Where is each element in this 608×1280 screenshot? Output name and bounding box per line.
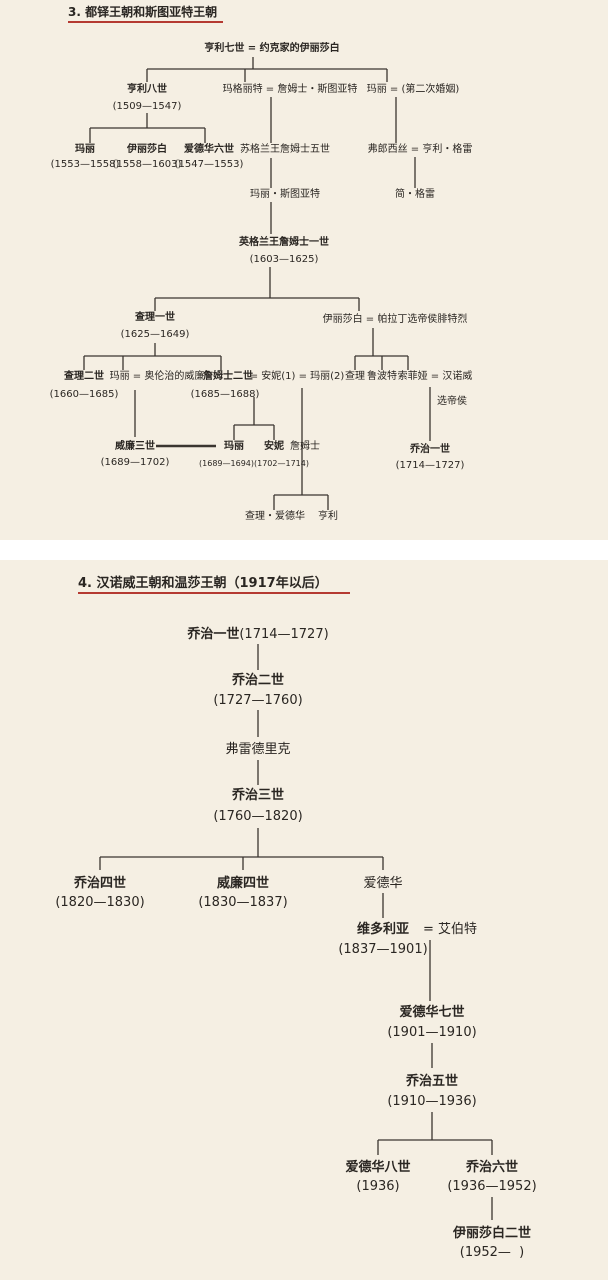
node-margaret: 玛格丽特 = 詹姆士・斯图亚特 bbox=[222, 84, 358, 95]
tudor-tree-lines bbox=[83, 57, 431, 510]
node-charles-ii-dates: (1660—1685) bbox=[49, 389, 119, 400]
node-elizabeth-palatine: 伊丽莎白 = 帕拉丁选帝侯腓特烈 bbox=[322, 314, 468, 325]
node-charles-i: 查理一世 bbox=[135, 312, 175, 323]
node-henry-viii-dates: (1509—1547) bbox=[112, 101, 182, 112]
node-sophia: 索菲娅 = 汉诺威 bbox=[397, 371, 473, 382]
node-james-ii-dates: (1685—1688) bbox=[190, 389, 260, 400]
node-mary-i-dates: (1553—1558) bbox=[50, 159, 120, 170]
node-mary-i: 玛丽 bbox=[75, 144, 95, 155]
node-george-iii: 乔治三世 bbox=[231, 788, 285, 803]
node-george-v-dates: (1910—1936) bbox=[387, 1094, 477, 1109]
node-edward-viii-dates: (1936) bbox=[356, 1179, 400, 1194]
node-george-i-top-dates: (1714—1727) bbox=[395, 460, 465, 471]
node-elizabeth-i-dates: (1558—1603) bbox=[112, 159, 182, 170]
node-frederick: 弗雷德里克 bbox=[225, 742, 291, 757]
node-james-ii: 詹姆士二世 bbox=[203, 371, 253, 382]
node-elizabeth-i: 伊丽莎白 bbox=[127, 144, 167, 155]
node-charles-palatine: 查理 bbox=[345, 371, 365, 382]
title-underline bbox=[68, 21, 223, 23]
node-charles-ii: 查理二世 bbox=[64, 371, 104, 382]
section-title-tudor: 3. 都铎王朝和斯图亚特王朝 bbox=[68, 5, 218, 19]
node-victoria-dates: (1837—1901) bbox=[338, 942, 428, 957]
node-george-iii-dates: (1760—1820) bbox=[213, 809, 303, 824]
title-underline bbox=[78, 592, 350, 594]
node-sophia-title: 选帝侯 bbox=[437, 396, 467, 407]
node-mary-stuart: 玛丽・斯图亚特 bbox=[250, 189, 320, 200]
node-william-iv-dates: (1830—1837) bbox=[198, 895, 288, 910]
node-mary-ii-anne-dates: (1689—1694)(1702—1714) bbox=[199, 459, 309, 468]
node-anne: 安妮 bbox=[264, 441, 284, 452]
node-james-ii-spouses: = 安妮(1) = 玛丽(2) bbox=[249, 371, 345, 382]
hanover-tree-lines bbox=[99, 644, 493, 1220]
node-victoria: 维多利亚 bbox=[356, 922, 410, 937]
node-william-iii: 威廉三世 bbox=[115, 441, 155, 452]
node-edward-vi-dates: (1547—1553) bbox=[174, 159, 244, 170]
node-henry-stuart: 亨利 bbox=[318, 511, 338, 522]
node-george-i: 乔治一世(1714—1727) bbox=[187, 628, 328, 641]
node-george-vi: 乔治六世 bbox=[465, 1160, 519, 1175]
node-george-iv: 乔治四世 bbox=[73, 876, 127, 891]
node-george-v: 乔治五世 bbox=[405, 1074, 459, 1089]
node-james-i-dates: (1603—1625) bbox=[249, 254, 319, 265]
node-henry-viii: 亨利八世 bbox=[127, 84, 167, 95]
node-william-iv: 威廉四世 bbox=[216, 876, 270, 891]
node-edward: 爱德华 bbox=[363, 876, 403, 891]
node-george-iv-dates: (1820—1830) bbox=[55, 895, 145, 910]
node-elizabeth-ii: 伊丽莎白二世 bbox=[452, 1226, 532, 1241]
section-title-hanover: 4. 汉诺威王朝和温莎王朝（1917年以后） bbox=[78, 576, 328, 591]
node-james-v: 苏格兰王詹姆士五世 bbox=[240, 144, 330, 155]
node-mary-ii: 玛丽 bbox=[224, 441, 244, 452]
node-george-ii-dates: (1727—1760) bbox=[213, 693, 303, 708]
node-george-ii: 乔治二世 bbox=[231, 673, 285, 688]
node-edward-vi: 爱德华六世 bbox=[184, 144, 234, 155]
node-george-vi-dates: (1936—1952) bbox=[447, 1179, 537, 1194]
node-edward-vii-dates: (1901—1910) bbox=[387, 1025, 477, 1040]
node-william-iii-dates: (1689—1702) bbox=[100, 457, 170, 468]
node-jane-grey: 简・格雷 bbox=[395, 189, 435, 200]
node-edward-viii: 爱德华八世 bbox=[345, 1160, 411, 1175]
node-elizabeth-ii-dates: (1952— ) bbox=[459, 1245, 525, 1260]
node-james-old-pretender: 詹姆士 bbox=[290, 441, 320, 452]
node-mary-rose: 玛丽 = (第二次婚姻) bbox=[366, 84, 460, 95]
node-george-i-name: 乔治一世 bbox=[187, 627, 240, 642]
node-george-i-dates: (1714—1727) bbox=[239, 627, 329, 642]
node-victoria-spouse: = 艾伯特 bbox=[422, 922, 478, 937]
node-james-i: 英格兰王詹姆士一世 bbox=[239, 237, 329, 248]
node-frances: 弗郎西丝 = 亨利・格雷 bbox=[367, 144, 473, 155]
node-charles-edward: 查理・爱德华 bbox=[245, 511, 305, 522]
tudor-stuart-panel: 3. 都铎王朝和斯图亚特王朝 亨利七世 = 约克家的伊丽莎白 亨利八世 (150… bbox=[0, 0, 608, 540]
node-henry-vii: 亨利七世 = 约克家的伊丽莎白 bbox=[204, 43, 340, 54]
node-george-i-top: 乔治一世 bbox=[410, 444, 450, 455]
node-mary-orange: 玛丽 = 奥伦治的威廉 bbox=[109, 371, 205, 382]
node-edward-vii: 爱德华七世 bbox=[399, 1005, 465, 1020]
hanover-windsor-panel: 4. 汉诺威王朝和温莎王朝（1917年以后） 乔治一世(1714—1727) 乔… bbox=[0, 560, 608, 1280]
node-rupert: 鲁波特 bbox=[367, 371, 397, 382]
node-charles-i-dates: (1625—1649) bbox=[120, 329, 190, 340]
